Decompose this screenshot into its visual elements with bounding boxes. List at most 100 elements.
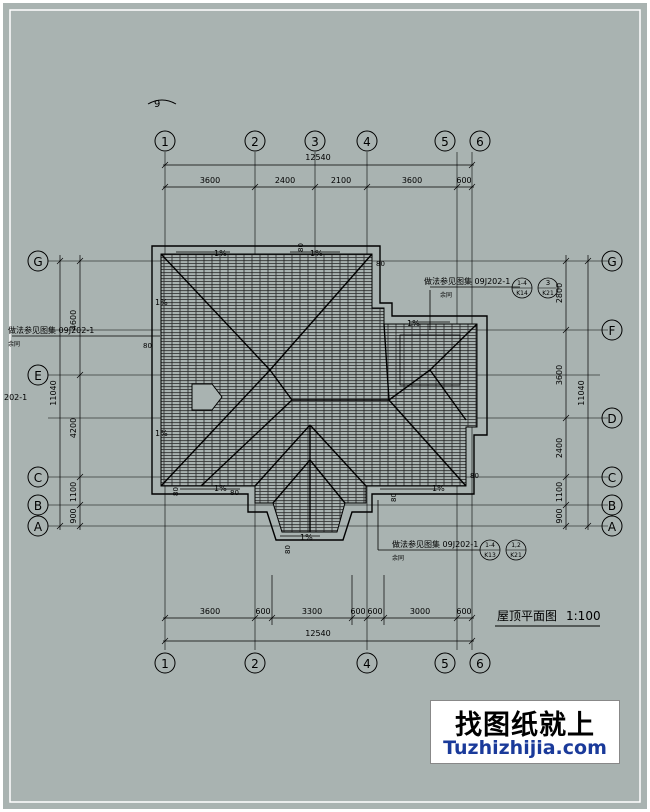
bottom-dim-7: 600 <box>456 607 471 616</box>
axis-bubble-1-top: 1 <box>154 130 176 152</box>
bottom-total-dim: 12540 <box>305 629 330 638</box>
left-dim-3: 1100 <box>69 482 78 502</box>
left-dim-2: 4200 <box>69 418 78 438</box>
axis-bubble-G-left: G <box>27 250 49 272</box>
slope-3: 1% <box>407 319 420 328</box>
axis-bubble-A-right: A <box>601 515 623 537</box>
bottom-dim-4: 600 <box>350 607 365 616</box>
svg-text:2: 2 <box>251 657 259 671</box>
edge-dim-8: 80 <box>284 545 292 554</box>
top-dim-4: 3600 <box>402 176 422 185</box>
tag-3-top: 1-4 <box>485 542 495 549</box>
slope-labels: 1% 1% 1% 1% 1% 1% 1% 1% <box>155 249 445 542</box>
edge-dim-3: 80 <box>143 342 152 350</box>
svg-text:6: 6 <box>476 135 484 149</box>
edge-dim-6: 80 <box>230 489 239 497</box>
dormer-left <box>191 383 223 411</box>
note-right-top: 做法参见图集 09J202-1 余同 1-4 K14 3 K21 <box>424 276 559 330</box>
dormer-right <box>399 334 461 386</box>
edge-dim-4: 80 <box>470 472 479 480</box>
tag-4-bottom: K21 <box>510 552 522 559</box>
edge-dims: 80 80 80 80 80 80 80 80 <box>143 243 479 554</box>
section-marker-label: 9 <box>154 99 160 110</box>
watermark: 找图纸就上 Tuzhizhijia.com <box>430 700 620 764</box>
svg-text:A: A <box>34 520 43 534</box>
note-left: 做法参见图集 09J202-1 余同 202-1 <box>4 325 160 402</box>
note-left-sub: 余同 <box>8 340 20 348</box>
edge-dim-7: 80 <box>390 493 398 502</box>
left-axis-bubbles: G E C B A <box>27 250 49 537</box>
edge-dim-5: 80 <box>172 487 180 496</box>
right-axis-bubbles: G F D C B A <box>601 250 623 537</box>
top-axis-bubbles: 1 2 3 4 5 6 <box>154 130 491 152</box>
tag-3-bottom: K13 <box>484 552 496 559</box>
right-dim-2: 3600 <box>555 365 564 385</box>
note-left-edge: 202-1 <box>4 393 27 402</box>
top-dim-5: 600 <box>456 176 471 185</box>
axis-bubble-2-top: 2 <box>244 130 266 152</box>
left-total-dim: 11040 <box>49 380 58 405</box>
slope-4: 1% <box>155 298 168 307</box>
bottom-dim-1: 3600 <box>200 607 220 616</box>
watermark-url[interactable]: Tuzhizhijia.com <box>443 737 607 759</box>
svg-text:3: 3 <box>311 135 319 149</box>
top-dim-2: 2400 <box>275 176 295 185</box>
slope-2: 1% <box>310 249 323 258</box>
axis-bubble-5-bottom: 5 <box>434 652 456 674</box>
axis-bubble-C-right: C <box>601 466 623 488</box>
axis-bubble-G-right: G <box>601 250 623 272</box>
tag-2-top: 3 <box>546 279 550 287</box>
bottom-dim-5: 600 <box>367 607 382 616</box>
slope-8: 1% <box>300 533 313 542</box>
slope-7: 1% <box>432 484 445 493</box>
axis-bubble-F-right: F <box>601 319 623 341</box>
note-right-top-text: 做法参见图集 09J202-1 <box>424 276 510 286</box>
bottom-dimension-lines <box>161 575 476 645</box>
note-left-text: 做法参见图集 09J202-1 <box>8 325 94 335</box>
left-dims: 11040 4600 4200 1100 900 <box>49 310 78 524</box>
axis-bubble-5-top: 5 <box>434 130 456 152</box>
drawing-title: 屋顶平面图 <box>497 609 557 623</box>
axis-bubble-C-left: C <box>27 466 49 488</box>
slope-5: 1% <box>155 429 168 438</box>
tag-2-bottom: K21 <box>542 290 554 297</box>
top-dim-3: 2100 <box>331 176 351 185</box>
right-dims: 2800 3600 2400 1100 900 11040 <box>555 283 586 524</box>
drawing-scale: 1:100 <box>566 609 601 623</box>
bottom-dim-2: 600 <box>255 607 270 616</box>
top-total-dim: 12540 <box>305 153 330 162</box>
axis-bubble-2-bottom: 2 <box>244 652 266 674</box>
right-dim-3: 2400 <box>555 438 564 458</box>
right-total-dim: 11040 <box>577 380 586 405</box>
svg-text:5: 5 <box>441 657 449 671</box>
svg-text:D: D <box>607 412 616 426</box>
top-dim-1: 3600 <box>200 176 220 185</box>
bottom-dim-3: 3300 <box>302 607 322 616</box>
edge-dim-1: 80 <box>297 243 305 252</box>
note-bottom-text: 做法参见图集 09J202-1 <box>392 539 478 549</box>
axis-bubble-6-top: 6 <box>469 130 491 152</box>
svg-text:B: B <box>608 499 616 513</box>
slope-6: 1% <box>214 484 227 493</box>
left-dimension-lines <box>56 255 84 530</box>
note-right-top-sub: 余同 <box>440 291 452 299</box>
drawing-frame <box>9 9 641 803</box>
axis-bubble-B-right: B <box>601 494 623 516</box>
bottom-dim-6: 3000 <box>410 607 430 616</box>
right-dim-5: 900 <box>555 508 564 523</box>
tag-1-top: 1-4 <box>517 280 527 287</box>
axis-bubble-E-left: E <box>27 364 49 386</box>
axis-bubble-D-right: D <box>601 407 623 429</box>
left-dim-4: 900 <box>69 508 78 523</box>
svg-text:1: 1 <box>161 135 169 149</box>
bottom-axis-bubbles: 1 2 4 5 6 <box>154 652 491 674</box>
svg-text:C: C <box>34 471 42 485</box>
tag-4-top: 1,2 <box>511 542 521 549</box>
axis-bubble-1-bottom: 1 <box>154 652 176 674</box>
section-marker-arc <box>147 99 177 105</box>
slope-1: 1% <box>214 249 227 258</box>
svg-text:F: F <box>609 324 616 338</box>
svg-text:2: 2 <box>251 135 259 149</box>
svg-text:4: 4 <box>363 135 371 149</box>
right-dimension-lines <box>562 255 592 530</box>
